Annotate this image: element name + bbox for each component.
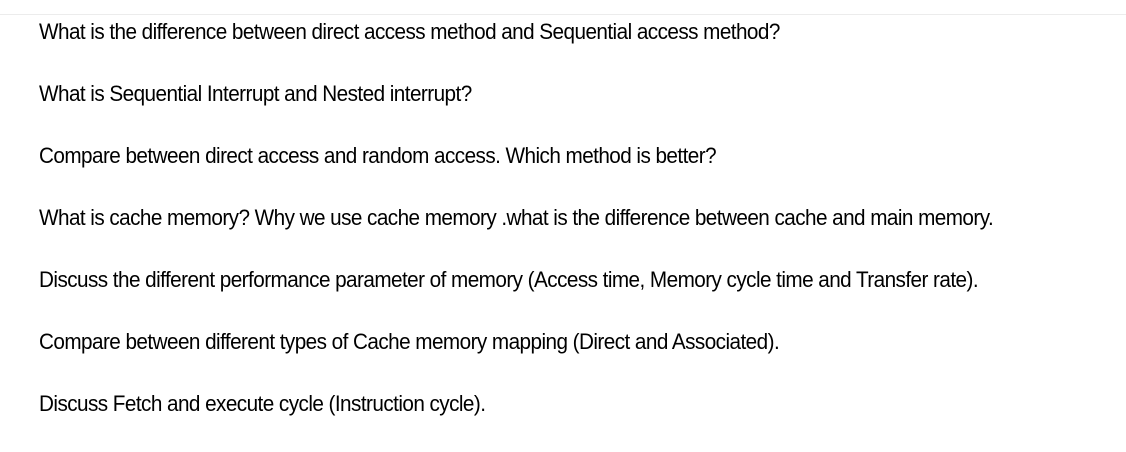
question-item: Discuss Fetch and execute cycle (Instruc…: [39, 391, 486, 416]
question-item: What is cache memory? Why we use cache m…: [39, 205, 994, 230]
question-list: What is the difference between direct ac…: [39, 18, 1076, 452]
question-item: Compare between different types of Cache…: [39, 329, 780, 354]
question-item: What is Sequential Interrupt and Nested …: [39, 81, 472, 106]
top-divider: [0, 14, 1126, 15]
question-item: Discuss the different performance parame…: [39, 267, 979, 292]
question-item: What is the difference between direct ac…: [39, 19, 780, 44]
question-item: Compare between direct access and random…: [39, 143, 717, 168]
